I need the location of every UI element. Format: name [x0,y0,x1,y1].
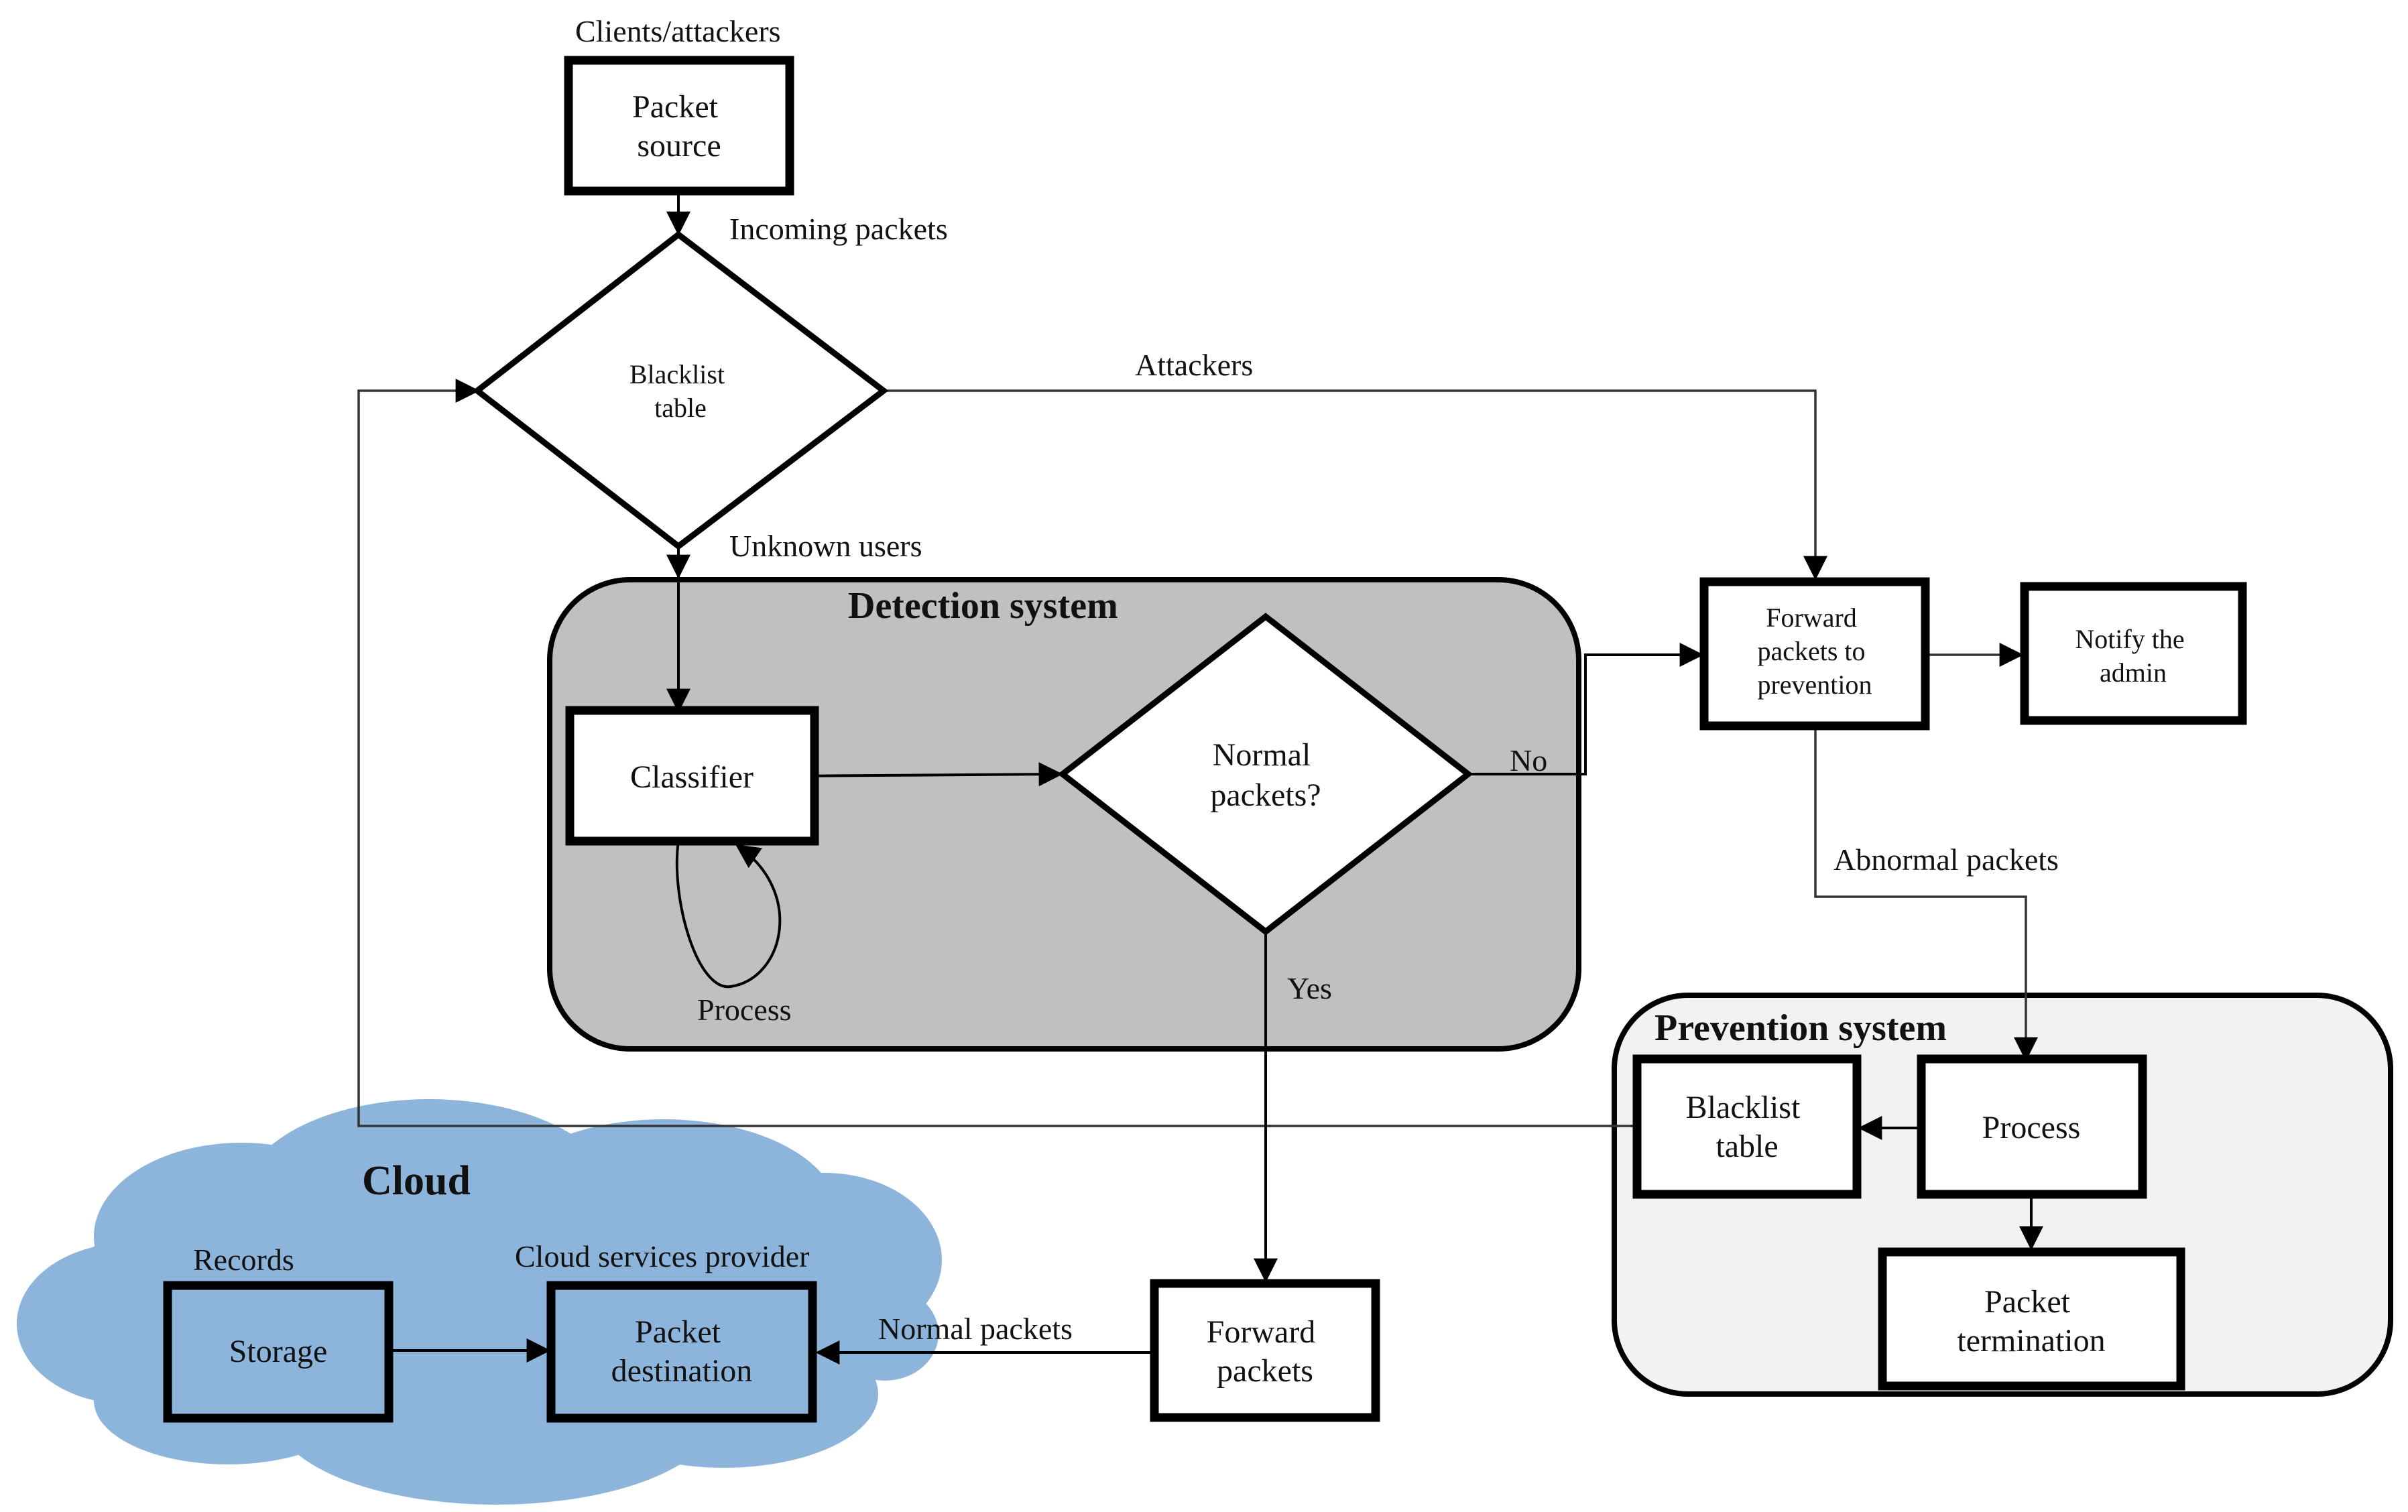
edge-no-to-prevention [1468,643,1704,775]
detection-system-title: Detection system [848,585,1118,627]
edge-classifier-to-normal [787,762,1063,787]
prevention-blacklist-label: Blacklist table [1686,1090,1809,1164]
normal-packets-edge-label: Normal packets [878,1312,1073,1346]
packet-termination-label: Packet termination [1957,1284,2105,1359]
prevention-system-title: Prevention system [1654,1007,1947,1049]
forward-packets-box [1150,1279,1380,1422]
classifier-label: Classifier [630,759,754,795]
records-label: Records [193,1243,294,1277]
forward-to-prevention-box [1699,577,1930,731]
clients-attackers-label: Clients/attackers [575,14,781,48]
yes-label: Yes [1287,971,1332,1005]
attackers-label: Attackers [1135,348,1253,382]
packet-destination-label: Packet destination [611,1314,753,1389]
edge-feedback-to-blacklist [357,379,1637,1127]
normal-packets-diamond [1057,613,1473,936]
edge-classifier-self-loop [675,840,782,989]
abnormal-packets-label: Abnormal packets [1833,842,2059,877]
cloud-title: Cloud [362,1158,471,1204]
incoming-packets-label: Incoming packets [729,212,948,246]
blacklist-decision-label: Blacklist table [629,359,731,423]
unknown-users-label: Unknown users [729,529,922,563]
no-label: No [1510,743,1547,777]
storage-label: Storage [229,1334,328,1369]
notify-admin-box [2020,582,2247,725]
forward-to-prevention-label: Forward packets to prevention [1757,603,1872,700]
prevention-process-box [1917,1054,2147,1199]
packet-source-box [564,56,794,196]
packet-termination-box [1878,1247,2185,1391]
packet-destination-box [546,1281,817,1423]
notify-admin-label: Notify the admin [2075,624,2191,688]
edge-attackers [884,389,1827,580]
blacklist-decision-diamond [472,231,889,550]
edge-abnormal-packets [1814,729,2038,1062]
classifier-box [565,706,819,846]
process-loop-label: Process [697,993,792,1027]
packet-source-label: Packet source [632,89,726,164]
normal-packets-label: Normal packets? [1210,737,1321,813]
prevention-blacklist-box [1632,1054,1862,1199]
prevention-process-label: Process [1982,1110,2081,1145]
forward-packets-label: Forward packets [1207,1314,1324,1389]
storage-box [163,1281,394,1423]
cloud-services-provider-label: Cloud services provider [515,1239,809,1273]
